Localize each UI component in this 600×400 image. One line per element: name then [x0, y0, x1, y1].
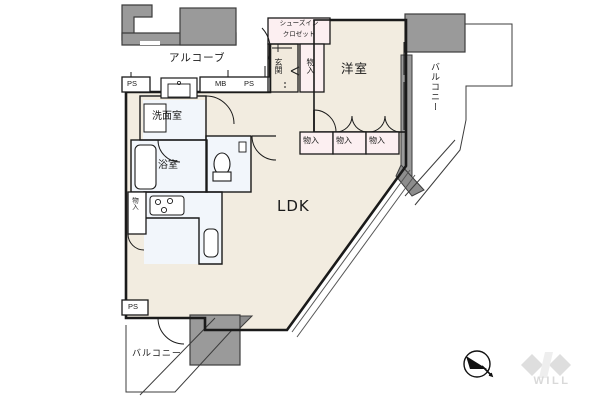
closet-1	[299, 131, 334, 155]
washing-machine-knob	[176, 81, 181, 86]
hall-door-swing	[251, 135, 277, 161]
southwest-column	[189, 314, 241, 366]
entry-zone	[261, 17, 331, 93]
stove-top	[149, 195, 185, 216]
will-logo-text: WILL	[533, 375, 571, 387]
genkan-floor-fill	[268, 44, 298, 92]
storage-kitchen-swing	[127, 233, 145, 251]
washing-machine-inner	[167, 83, 191, 98]
east-pier-lower	[395, 164, 425, 197]
south-exit	[157, 317, 190, 345]
southwest-column-wedge	[239, 315, 254, 330]
yoshitsu-door-swing	[313, 109, 337, 133]
toilet-tank	[212, 171, 232, 182]
closet-2-swing-b	[384, 115, 400, 133]
yoshitsu-zone	[299, 19, 407, 155]
toilet-walls	[205, 135, 252, 193]
service-boxes	[121, 66, 271, 316]
diagonal-window-line-2	[296, 174, 416, 338]
yokushitsu-door-swing	[157, 139, 181, 163]
stove-burner-1	[154, 198, 162, 206]
balcony-east-outline	[414, 23, 513, 206]
balcony-outlines	[125, 23, 513, 396]
balcony-east-outline-2	[404, 139, 456, 197]
wet-zone	[130, 77, 277, 193]
stove-burner-3	[160, 206, 168, 214]
kitchen-sink-basin	[203, 228, 219, 258]
genkan-door-swing	[261, 27, 271, 61]
closet-3	[365, 131, 400, 155]
ps-box-top-left	[121, 76, 151, 93]
kitchen-zone	[127, 191, 223, 265]
balcony-south-outline	[125, 325, 233, 393]
senmen-door-swing	[205, 95, 235, 125]
storage-kitchen-box	[127, 191, 147, 235]
northeast-column	[404, 13, 466, 53]
washbasin-cabinet	[143, 103, 167, 133]
ps-box-bottom-left	[121, 299, 149, 316]
genkan-entry-arrow	[290, 66, 300, 76]
closet-1-swing-b	[351, 115, 367, 133]
bathtub-shape	[134, 144, 157, 190]
washing-machine-slot	[160, 77, 198, 99]
alcove-door-gap	[140, 41, 160, 45]
diagonal-window-line	[291, 169, 411, 333]
alcove-block	[179, 7, 237, 46]
north-arrow-icon	[463, 350, 494, 378]
storage-genkan-box	[299, 43, 325, 93]
shoes-in-closet-box	[267, 17, 331, 45]
toilet-paper-holder	[238, 141, 247, 153]
mb-ps-box-top	[199, 76, 271, 93]
will-logo-mark	[521, 352, 571, 378]
stove-burner-2	[166, 197, 174, 205]
south-door-swing	[157, 317, 185, 345]
balcony-south-outline-2	[139, 317, 216, 396]
closet-2	[332, 131, 367, 155]
